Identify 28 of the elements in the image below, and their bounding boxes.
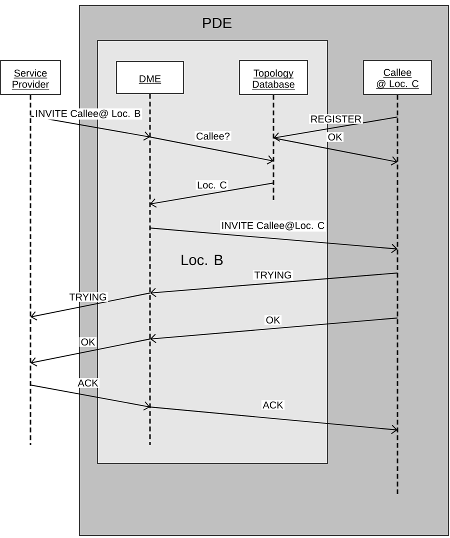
arrow — [150, 228, 398, 254]
edge-label: TRYING — [68, 292, 108, 302]
participant-box: Callee @ Loc. C — [363, 60, 432, 95]
arrow — [30, 292, 150, 321]
edge-label: INVITE Callee@ Loc. B — [34, 108, 142, 120]
arrow — [30, 338, 150, 367]
arrow — [150, 182, 274, 208]
participant-box: DME — [116, 61, 184, 94]
edge-label: OK — [264, 315, 282, 325]
edge-label: ACK — [76, 378, 100, 388]
edge-label: TRYING — [252, 270, 294, 280]
arrow — [150, 136, 274, 165]
edge-label: Loc. C — [196, 180, 228, 190]
arrow — [274, 116, 398, 142]
edge-label: OK — [79, 337, 97, 347]
arrow — [150, 406, 398, 434]
arrow — [273, 138, 398, 166]
arrow — [30, 384, 150, 411]
participant-box: Service Provider — [0, 60, 61, 95]
edge-label: REGISTER — [309, 114, 363, 124]
arrow — [150, 272, 398, 298]
edge-label: INVITE Callee@Loc. C — [220, 220, 326, 232]
edge-label: OK — [326, 132, 344, 142]
arrow — [150, 318, 398, 344]
arrow — [30, 116, 150, 141]
edge-label: Callee? — [194, 131, 232, 141]
edge-label: ACK — [261, 400, 285, 410]
participant-box: Topology Database — [239, 60, 308, 95]
